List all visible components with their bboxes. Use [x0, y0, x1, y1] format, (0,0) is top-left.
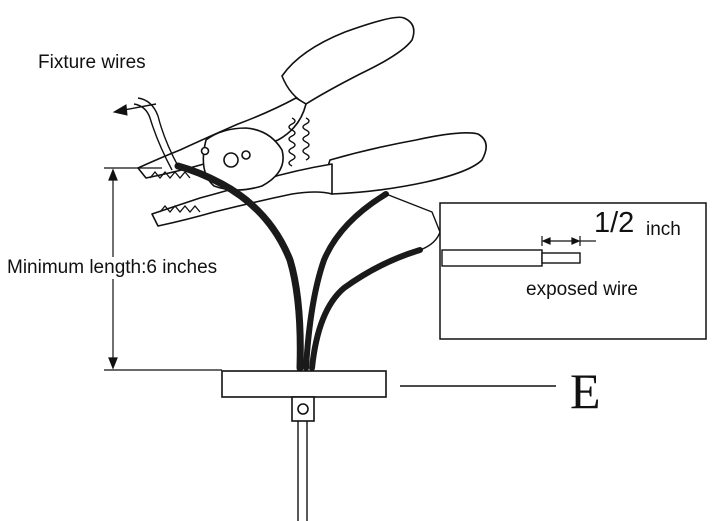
wire-left — [174, 162, 304, 372]
strip-length-value: 1/2 — [594, 207, 635, 239]
upper-handle-grip — [281, 16, 415, 105]
canopy-plate — [221, 370, 387, 422]
small-hole — [200, 146, 210, 156]
fixture-wires — [174, 162, 423, 372]
part-e-label: E — [570, 363, 601, 419]
pivot-hole — [223, 152, 239, 168]
wire-middle — [303, 191, 389, 371]
pivot-pin — [241, 150, 251, 160]
minimum-length-label: Minimum length:6 inches — [6, 257, 219, 279]
strip-length-unit: inch — [646, 219, 681, 240]
inset-frame — [439, 202, 707, 340]
hanging-rod — [297, 421, 308, 521]
wire-stripper-icon — [137, 16, 487, 227]
strip-length-dimension — [541, 236, 596, 246]
lower-handle-grip — [326, 132, 487, 195]
wire-right — [309, 247, 423, 371]
jaw-teeth — [149, 170, 201, 214]
fixture-wires-label: Fixture wires — [38, 52, 146, 73]
inset-wire — [441, 249, 581, 267]
direction-arrow-icon — [112, 103, 157, 116]
exposed-wire-label: exposed wire — [526, 279, 638, 300]
spring-coil — [288, 117, 310, 167]
pivot-body — [202, 127, 284, 191]
